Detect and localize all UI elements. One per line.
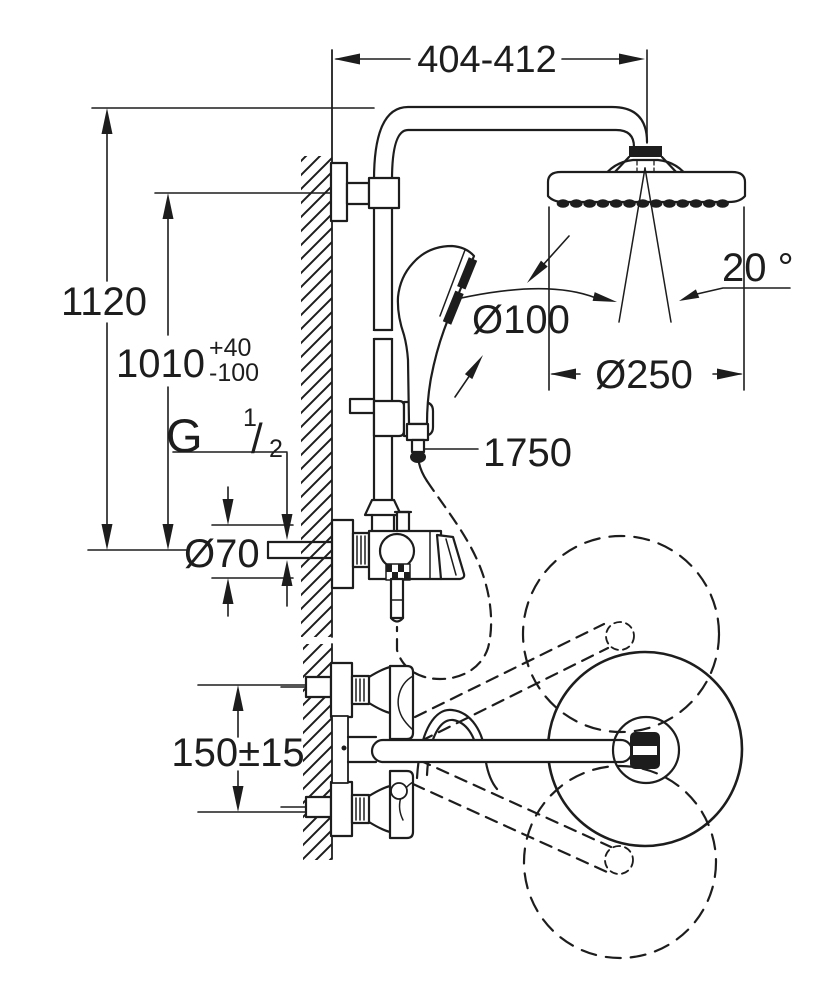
label-thread-denominator: 2 (269, 435, 283, 463)
dim-total-height (87, 107, 375, 551)
dim-escutcheon-diameter (211, 486, 294, 617)
mixer-valve (266, 510, 466, 623)
head-angle-lines (618, 167, 672, 323)
bottom-wall-unions (280, 661, 415, 840)
mixer-lever-handle (435, 533, 466, 581)
label-thread-numerator: 1 (243, 404, 257, 432)
top-arm-pipe (372, 105, 649, 182)
label-head-shower-diameter: Ø250 (595, 353, 693, 397)
dim-union-spacing (197, 684, 311, 813)
label-thread-letter: G (166, 409, 203, 462)
label-total-height: 1120 (61, 280, 147, 324)
head-shower (546, 146, 747, 208)
wall-upper (301, 49, 333, 638)
label-hand-shower-diameter: Ø100 (472, 298, 570, 342)
head-shower-side-view (370, 650, 744, 848)
head-shower-nozzles (556, 199, 729, 208)
dim-head-diameter (548, 206, 745, 391)
label-hose-length: 1750 (483, 431, 572, 475)
dim-hand-shower-diameter (454, 235, 570, 398)
shower-hose-dashed (395, 479, 493, 681)
label-bracket-tol-plus: +40 (209, 334, 251, 362)
dim-bracket-height (154, 192, 332, 550)
label-bracket-height: 1010 (116, 342, 205, 386)
labels: 404-412 1120 1010 +40 -100 G 1 / 2 Ø70 Ø… (61, 39, 794, 775)
label-arm-width: 404-412 (417, 39, 556, 81)
label-escutcheon-diameter: Ø70 (184, 532, 260, 576)
swivel-range-dashed (411, 534, 721, 960)
mixer-outlet (389, 577, 405, 623)
mixer-cartridge-checker (385, 563, 411, 581)
wall-bracket (329, 161, 401, 223)
hand-shower (396, 244, 478, 483)
label-bracket-tol-minus: -100 (209, 359, 259, 387)
label-thread-slash: / (251, 415, 263, 462)
label-head-tilt-angle: 20 ° (722, 246, 794, 290)
dim-thread-leader (172, 451, 293, 607)
label-union-spacing: 150±15 (171, 731, 304, 775)
dim-arm-width (334, 49, 648, 144)
shower-rail (363, 176, 403, 533)
